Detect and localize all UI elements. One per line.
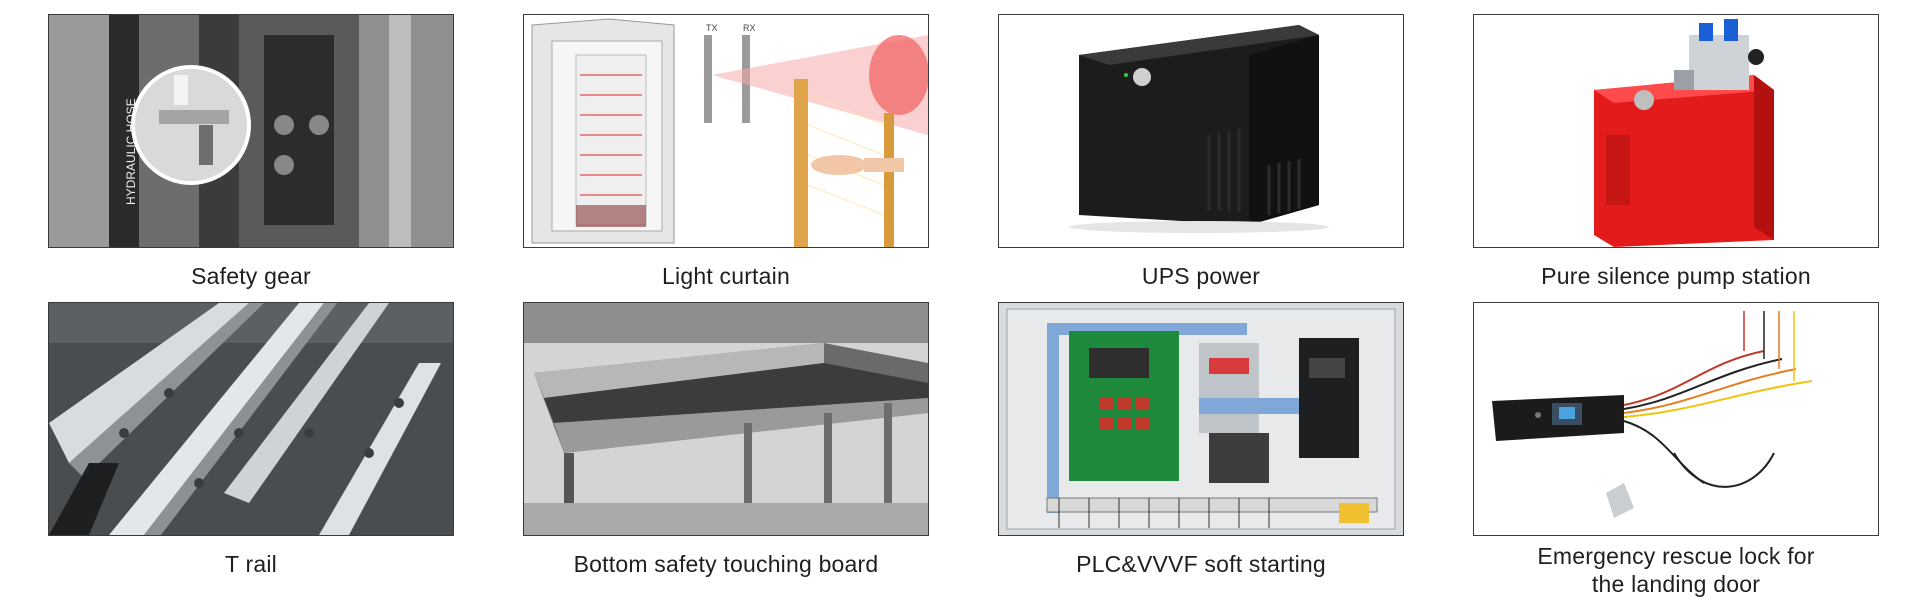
product-caption: T rail xyxy=(225,551,277,577)
product-card-safety-gear: HYDRAULIC HOSE Safety gear xyxy=(48,14,454,290)
product-caption: Bottom safety touching board xyxy=(573,551,879,577)
pump-station-image xyxy=(1473,14,1879,248)
product-card-t-rail: T rail xyxy=(48,302,454,578)
product-card-ups-power: UPS power xyxy=(998,14,1404,290)
product-caption: Emergency rescue lock for the landing do… xyxy=(1473,542,1879,598)
product-caption: PLC&VVVF soft starting xyxy=(1076,551,1326,577)
product-card-emergency-rescue-lock: Emergency rescue lock for the landing do… xyxy=(1473,302,1879,598)
tx-label: TX xyxy=(706,23,718,33)
product-caption: UPS power xyxy=(1141,263,1261,289)
light-curtain-image: TX RX xyxy=(523,14,929,248)
hose-label: HYDRAULIC HOSE xyxy=(124,98,138,205)
product-card-plc-vvvf: PLC&VVVF soft starting xyxy=(998,302,1404,578)
product-card-light-curtain: TX RX Light curtain xyxy=(523,14,929,290)
product-card-bottom-safety-board: Bottom safety touching board xyxy=(523,302,929,578)
plc-vvvf-image xyxy=(998,302,1404,536)
rx-label: RX xyxy=(743,23,756,33)
bottom-safety-board-image xyxy=(523,302,929,536)
emergency-rescue-lock-image xyxy=(1473,302,1879,536)
t-rail-image xyxy=(48,302,454,536)
product-caption: Safety gear xyxy=(191,263,311,289)
product-caption: Light curtain xyxy=(662,263,790,289)
ups-power-image xyxy=(998,14,1404,248)
product-card-pump-station: Pure silence pump station xyxy=(1473,14,1879,290)
safety-gear-image: HYDRAULIC HOSE xyxy=(48,14,454,248)
caption-line-2: the landing door xyxy=(1591,571,1761,597)
product-caption: Pure silence pump station xyxy=(1541,263,1811,289)
caption-line-1: Emergency rescue lock for xyxy=(1537,543,1815,569)
